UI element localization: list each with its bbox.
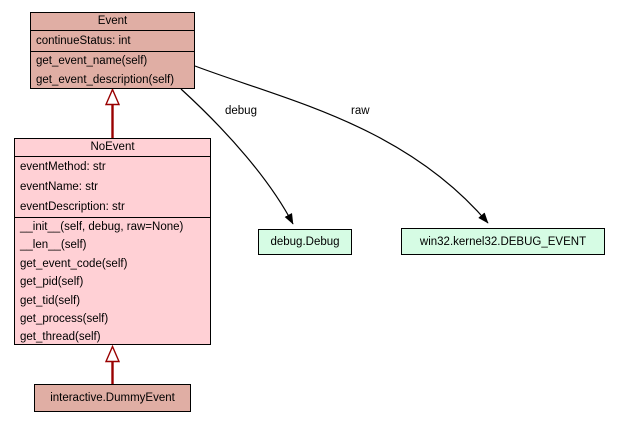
inheritance-triangle-noevent-event bbox=[104, 87, 121, 106]
method-row: get_process(self) bbox=[20, 312, 109, 325]
class-title-debug: debug.Debug bbox=[270, 236, 340, 248]
inheritance-triangle-dummy-noevent bbox=[104, 344, 121, 363]
association-edge-debug bbox=[180, 88, 294, 225]
class-title-debug-event-struct: win32.kernel32.DEBUG_EVENT bbox=[419, 235, 587, 248]
class-box-event[interactable]: Event continueStatus: int get_event_name… bbox=[30, 12, 195, 89]
edge-label-raw: raw bbox=[350, 105, 371, 117]
edge-label-debug: debug bbox=[224, 105, 258, 117]
class-title-event: Event bbox=[31, 13, 194, 31]
attribute-row: eventName: str bbox=[20, 181, 98, 193]
method-row: __init__(self, debug, raw=None) bbox=[20, 221, 184, 233]
attribute-row: eventMethod: str bbox=[20, 161, 106, 173]
class-box-noevent[interactable]: NoEvent eventMethod: str eventName: str … bbox=[14, 138, 211, 345]
method-row: get_thread(self) bbox=[20, 331, 101, 344]
class-box-debug-event-struct[interactable]: win32.kernel32.DEBUG_EVENT bbox=[401, 228, 605, 255]
method-row: get_tid(self) bbox=[20, 294, 81, 307]
association-edge-raw bbox=[194, 65, 489, 224]
class-box-dummy-event[interactable]: interactive.DummyEvent bbox=[34, 384, 191, 412]
method-row: get_event_name(self) bbox=[36, 55, 148, 67]
noevent-attributes-section: eventMethod: str eventName: str eventDes… bbox=[15, 157, 210, 218]
event-attributes-section: continueStatus: int bbox=[31, 31, 194, 52]
noevent-methods-section: __init__(self, debug, raw=None) __len__(… bbox=[15, 218, 210, 347]
class-title-noevent: NoEvent bbox=[15, 139, 210, 157]
method-row: get_event_code(self) bbox=[20, 257, 128, 270]
event-methods-section: get_event_name(self) get_event_descripti… bbox=[31, 52, 194, 90]
method-row: __len__(self) bbox=[20, 239, 87, 252]
class-box-debug[interactable]: debug.Debug bbox=[258, 229, 352, 255]
method-row: get_event_description(self) bbox=[36, 74, 175, 86]
class-title-dummy-event: interactive.DummyEvent bbox=[50, 392, 175, 404]
attribute-row: eventDescription: str bbox=[20, 201, 125, 213]
method-row: get_pid(self) bbox=[20, 276, 84, 289]
attribute-row: continueStatus: int bbox=[36, 35, 131, 47]
